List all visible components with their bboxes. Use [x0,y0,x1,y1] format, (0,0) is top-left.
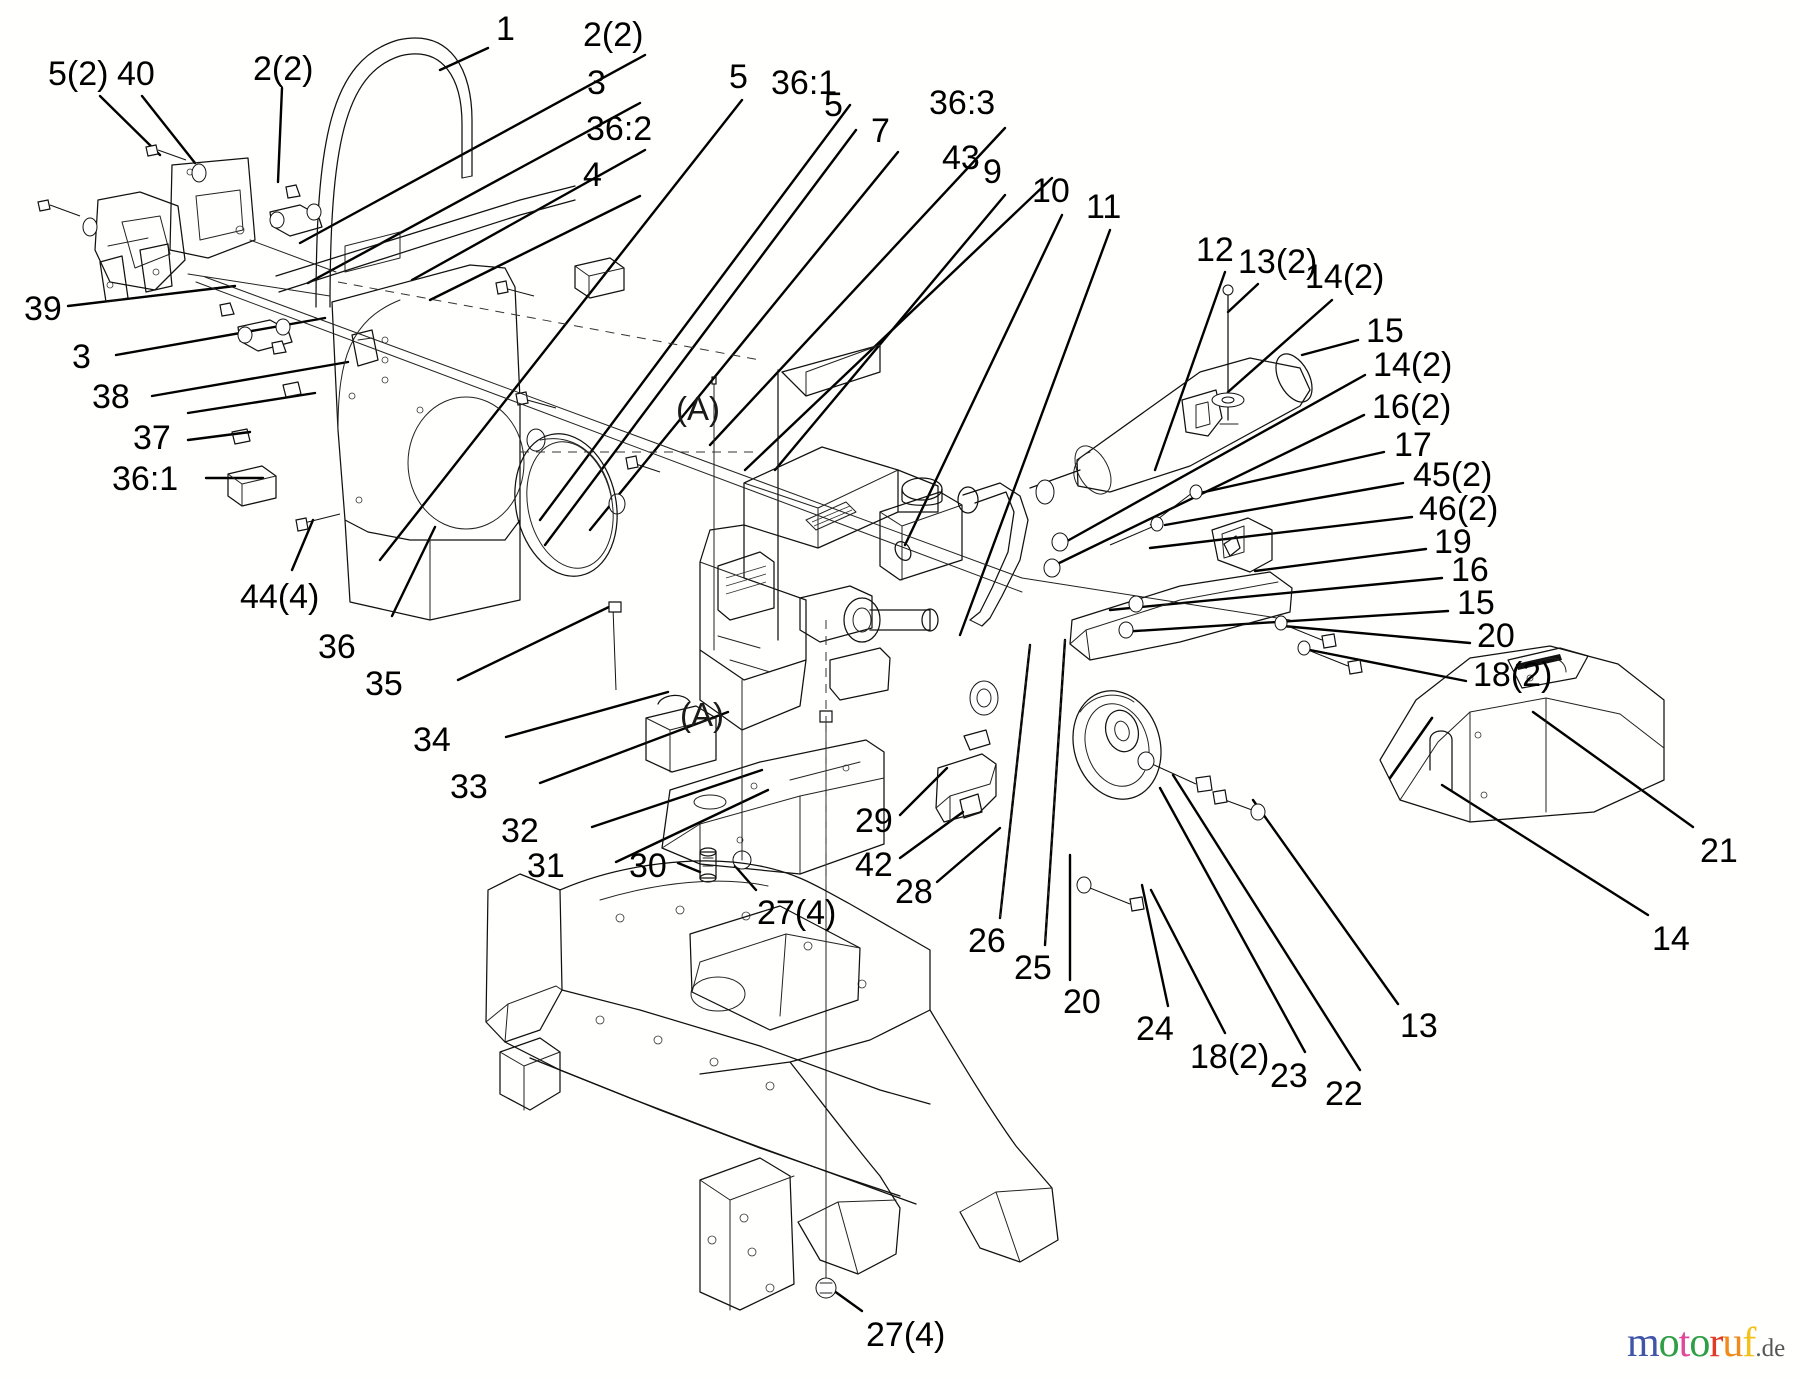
left-dash-panel [275,185,576,621]
callout-36-3: 36:3 [929,84,996,122]
callout-13-b: 13 [1400,1007,1438,1045]
callout-39: 39 [24,290,62,328]
callout-14-qty2-a: 14(2) [1305,258,1385,296]
callout-35: 35 [365,665,403,703]
callout-45-qty2: 45(2) [1413,456,1493,494]
callout-44-qty4: 44(4) [240,578,320,616]
callout-5-qty2: 5(2) [48,55,109,93]
watermark-letter-r: r [1709,1320,1723,1366]
callout-37: 37 [133,419,171,457]
callout-20-b: 20 [1063,983,1101,1021]
callout-2-upper-left: 2(2) [253,50,314,88]
watermark-letter-u: u [1722,1320,1743,1366]
callout-40: 40 [117,55,155,93]
fastener-row-right [1043,484,1363,821]
callout-46-qty2: 46(2) [1419,490,1499,528]
watermark-letter-t: t [1678,1320,1691,1366]
callout-16-qty2: 16(2) [1372,388,1452,426]
callout-36-1-lower: 36:1 [112,460,179,498]
bolt-near-housing [625,455,661,473]
callout-36-2: 36:2 [586,110,653,148]
engine-base-plate [645,694,885,1299]
fastener-3 [515,391,557,409]
bolt-5b [37,199,81,217]
watermark-letter-f: f [1742,1320,1756,1366]
callout-31: 31 [527,847,565,885]
callout-36-1-upper: 36:1 [771,64,838,102]
callout-27-qty4-upper: 27(4) [757,894,837,932]
callout-29: 29 [855,802,893,840]
bolt-5 [145,144,187,161]
clutch-pulley [1072,690,1213,912]
watermark-tld: .de [1755,1335,1786,1362]
small-clips-and-blocks [227,257,661,691]
left-pivot-bracket [37,144,337,355]
watermark-letter-m: m [1627,1320,1660,1366]
callout-5-a: 5 [729,58,748,96]
callout-27-qty4-bottom: 27(4) [866,1316,946,1354]
reference-mark-a-upper: (A) [676,390,720,427]
callout-20-a: 20 [1477,617,1515,655]
callout-13-qty2: 13(2) [1238,243,1318,281]
callout-30: 30 [629,847,667,885]
reference-mark-a-lower: (A) [680,696,724,733]
callout-18-qty2-b: 18(2) [1190,1038,1270,1076]
link-arm-lower [219,302,293,355]
centerlines [337,281,827,900]
callout-9: 9 [983,153,1002,191]
callout-26: 26 [968,922,1006,960]
callout-15-a: 15 [1366,312,1404,350]
callout-3-upper: 3 [587,64,606,102]
leader-lines [66,46,1695,1313]
main-shaft [195,276,1291,621]
callout-16-b: 16 [1451,551,1489,589]
small-brackets [935,639,1066,946]
callout-15-b: 15 [1457,584,1495,622]
fastener-4 [495,280,535,297]
roll-bar-hoop [315,37,473,308]
watermark-letter-o2: o [1689,1320,1710,1366]
link-arm-upper [269,184,323,237]
callout-24: 24 [1136,1010,1174,1048]
motoruf-watermark: motoruf.de [1627,1322,1785,1364]
right-shroud-21 [1379,645,1665,823]
callout-3-lower: 3 [72,338,91,376]
callout-2-upper-right: 2(2) [583,16,644,54]
callout-33: 33 [450,768,488,806]
callout-23: 23 [1270,1057,1308,1095]
callout-18-qty2-a: 18(2) [1473,656,1553,694]
callout-38: 38 [92,378,130,416]
callout-36: 36 [318,628,356,666]
bolt-35 [608,601,622,691]
callout-25: 25 [1014,949,1052,987]
callout-10: 10 [1032,172,1070,210]
callout-7: 7 [871,112,890,150]
callout-32: 32 [501,812,539,850]
callout-42: 42 [855,846,893,884]
callout-22: 22 [1325,1075,1363,1113]
muffler-assembly [957,284,1313,627]
watermark-letter-o1: o [1658,1320,1680,1366]
callout-43: 43 [942,139,980,177]
main-frame [485,860,1059,1311]
callout-11: 11 [1086,188,1122,226]
callout-5-b: 5 [824,86,843,124]
callout-28: 28 [895,873,933,911]
callout-14-qty2-b: 14(2) [1373,346,1453,384]
engine-assembly [699,344,963,731]
callout-14-c: 14 [1652,920,1690,958]
callout-19: 19 [1434,523,1472,561]
callout-34: 34 [413,721,451,759]
callout-17: 17 [1394,426,1432,464]
callout-4: 4 [583,156,602,194]
spacer-30 [699,847,717,883]
gasket-43 [894,541,912,561]
callout-12: 12 [1196,231,1234,269]
callout-1: 1 [496,10,515,48]
callout-21: 21 [1700,832,1738,870]
fastener-44 [295,513,341,532]
